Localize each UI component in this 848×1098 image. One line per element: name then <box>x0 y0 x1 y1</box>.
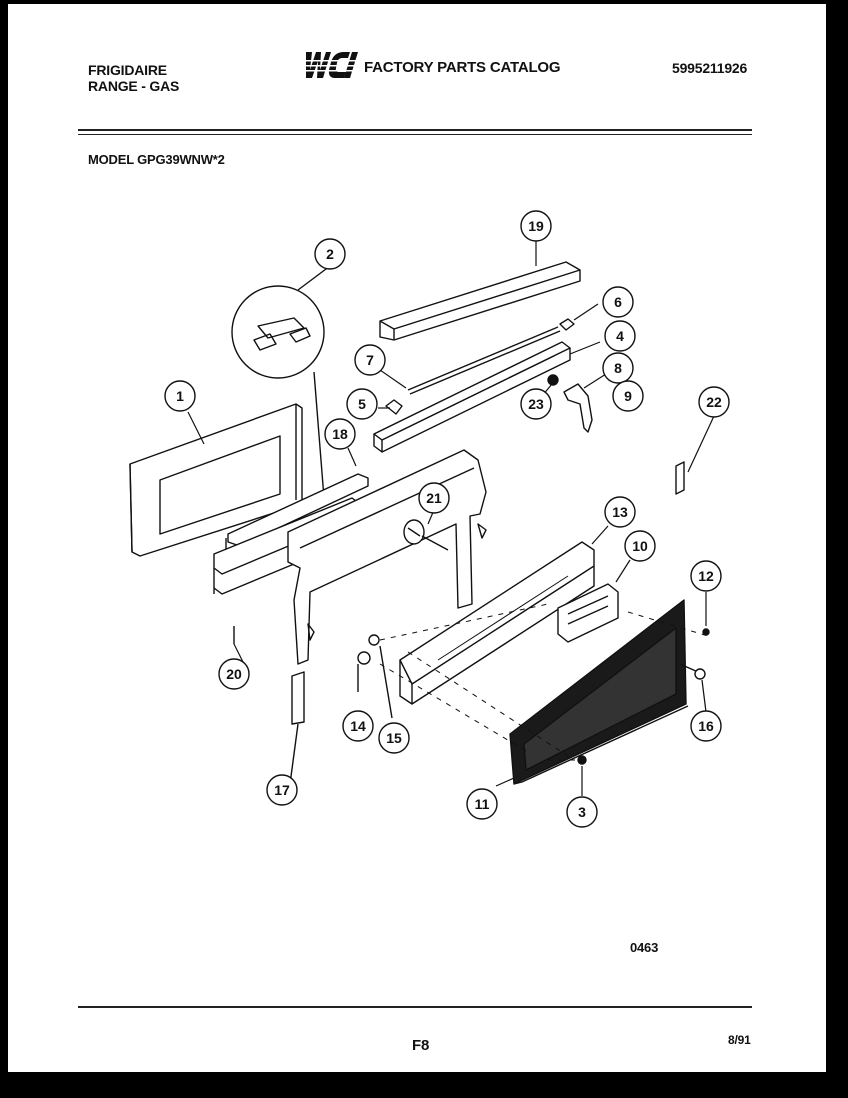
footer-date: 8/91 <box>728 1033 751 1047</box>
callout-4: 4 <box>604 320 636 352</box>
exploded-parts-diagram: 1 2 3 4 5 6 7 8 9 10 11 12 13 14 15 16 1… <box>129 210 730 828</box>
page-code: F8 <box>412 1037 430 1054</box>
svg-text:18: 18 <box>332 426 348 442</box>
svg-text:2: 2 <box>326 246 334 262</box>
callout-19: 19 <box>520 210 552 242</box>
svg-text:21: 21 <box>426 490 442 506</box>
svg-text:23: 23 <box>528 396 544 412</box>
part-21-cap <box>403 519 449 551</box>
svg-text:8: 8 <box>614 360 622 376</box>
svg-text:17: 17 <box>274 782 290 798</box>
svg-text:4: 4 <box>616 328 624 344</box>
svg-text:7: 7 <box>366 352 374 368</box>
callout-2: 2 <box>314 238 346 270</box>
svg-text:15: 15 <box>386 730 402 746</box>
svg-text:19: 19 <box>528 218 544 234</box>
svg-text:14: 14 <box>350 718 366 734</box>
part-8-bracket <box>563 383 593 433</box>
callout-9: 9 <box>612 380 644 412</box>
callout-10: 10 <box>624 530 656 562</box>
svg-text:10: 10 <box>632 538 648 554</box>
catalog-page: FRIGIDAIRE RANGE - GAS FACTORY PARTS CAT… <box>8 4 826 1072</box>
callout-11: 11 <box>466 788 498 820</box>
callout-8: 8 <box>602 352 634 384</box>
part-7-rod <box>407 326 561 395</box>
svg-text:22: 22 <box>706 394 722 410</box>
part-23-grommet <box>547 374 559 386</box>
callout-12: 12 <box>690 560 722 592</box>
wci-logo <box>299 52 361 78</box>
callout-3: 3 <box>566 796 598 828</box>
part-13-control-bracket <box>399 541 595 705</box>
part-6-clip <box>559 318 575 331</box>
part-12-fastener <box>702 628 710 636</box>
callout-15: 15 <box>378 722 410 754</box>
callout-13: 13 <box>604 496 636 528</box>
callout-22: 22 <box>698 386 730 418</box>
part-11-control-panel <box>509 599 689 785</box>
svg-text:13: 13 <box>612 504 628 520</box>
header-rule-bottom <box>78 134 752 135</box>
callout-group: 1 2 3 4 5 6 7 8 9 10 11 12 13 14 15 16 1… <box>164 210 730 828</box>
brand-name: FRIGIDAIRE <box>88 62 167 78</box>
callout-6: 6 <box>602 286 634 318</box>
catalog-number: 5995211926 <box>672 60 748 76</box>
svg-text:6: 6 <box>614 294 622 310</box>
callout-20: 20 <box>218 658 250 690</box>
svg-text:1: 1 <box>176 388 184 404</box>
svg-text:20: 20 <box>226 666 242 682</box>
svg-text:16: 16 <box>698 718 714 734</box>
callout-14: 14 <box>342 710 374 742</box>
svg-text:12: 12 <box>698 568 714 584</box>
callout-16: 16 <box>690 710 722 742</box>
svg-text:5: 5 <box>358 396 366 412</box>
catalog-title: FACTORY PARTS CATALOG <box>364 59 561 76</box>
part-22-bracket <box>675 461 685 495</box>
callout-23: 23 <box>520 388 552 420</box>
wci-logo-mark <box>299 52 361 78</box>
part-16-screw <box>679 663 706 680</box>
svg-text:3: 3 <box>578 804 586 820</box>
part-2-detail <box>231 259 339 499</box>
part-10-timer <box>557 583 619 643</box>
callout-17: 17 <box>266 774 298 806</box>
svg-text:9: 9 <box>624 388 632 404</box>
drawing-number: 0463 <box>630 940 659 955</box>
model-label: MODEL GPG39WNW*2 <box>88 152 225 167</box>
product-type: RANGE - GAS <box>88 78 180 94</box>
part-19-top-trim <box>379 261 581 341</box>
callout-5: 5 <box>346 388 378 420</box>
callout-18: 18 <box>324 418 356 450</box>
footer-rule <box>78 1006 752 1008</box>
part-14-15-screws <box>357 634 393 719</box>
header-rule-top <box>78 129 752 131</box>
part-5-clip <box>385 399 403 415</box>
callout-1: 1 <box>164 380 196 412</box>
callout-21: 21 <box>418 482 450 514</box>
svg-text:11: 11 <box>475 796 490 812</box>
callout-7: 7 <box>354 344 386 376</box>
